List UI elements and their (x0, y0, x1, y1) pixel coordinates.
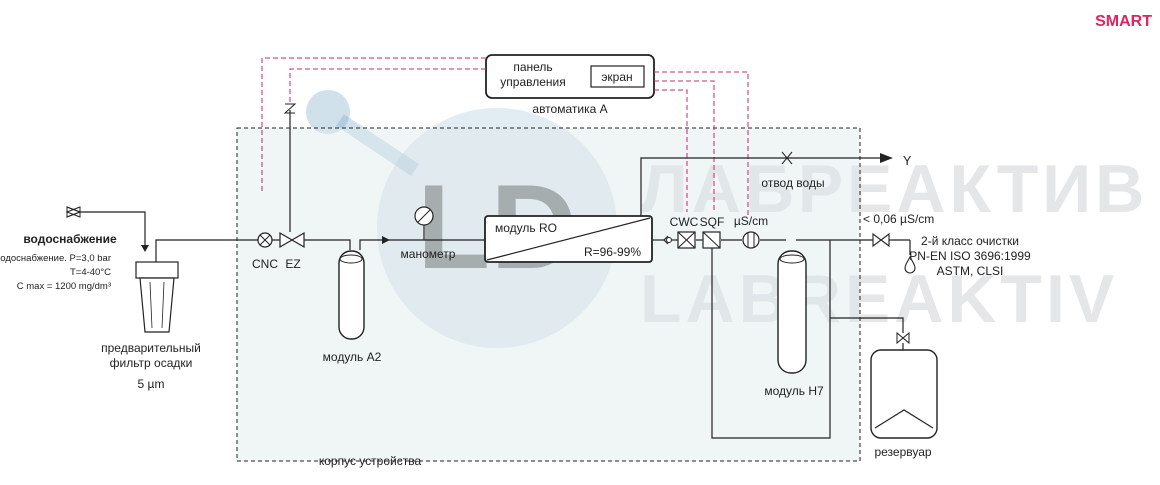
manometer: манометр (401, 206, 456, 261)
solenoid-icon (283, 103, 297, 114)
control-panel-label-1: панель (513, 60, 552, 74)
control-panel: панель управления экран автоматика A (485, 54, 655, 116)
tank-bag-icon (874, 409, 934, 429)
sqf-valve: SQF (700, 215, 725, 249)
supply-title: водоснабжение (23, 232, 117, 246)
signal-line-sqf (654, 80, 715, 212)
supply-spec-cmax: C max = 1200 mg/dm³ (17, 281, 111, 292)
manometer-label: манометр (401, 247, 456, 261)
prefilter-head (135, 261, 179, 279)
module-h7: модуль H7 (764, 250, 824, 398)
cnc-label: CNC (252, 257, 278, 271)
piping (80, 110, 911, 439)
drain-arrow-icon (880, 153, 893, 163)
output-valve-icon (872, 232, 882, 248)
flow-arrow-icon (382, 236, 390, 244)
watermark-logo-node (306, 90, 350, 134)
module-a2: модуль A2 (323, 250, 382, 364)
module-a2-label: модуль A2 (323, 350, 382, 364)
automation-label: автоматика A (532, 102, 607, 116)
check-valve (663, 235, 672, 245)
prefilter-label-1: предварительный (101, 341, 201, 355)
module-ro-name: модуль RO (495, 221, 557, 235)
module-h7-cartridge (777, 250, 807, 374)
output-conductivity: < 0,06 µS/cm (863, 212, 934, 226)
housing-label: корпус устройства (319, 454, 422, 468)
signal-line-cnc (261, 57, 486, 192)
prefilter: предварительный фильтр осадки 5 µm (101, 261, 201, 391)
brand-label: SMART (1095, 13, 1152, 30)
pipe-to-tank (830, 317, 904, 333)
conductivity-sensor-icon (742, 231, 760, 249)
tank-valve-icon (896, 331, 910, 345)
signal-line-cwc (654, 89, 688, 212)
drain: отвод воды Y (761, 151, 912, 190)
supply-arrow-icon (141, 245, 149, 252)
cnc-valve: CNC (252, 232, 278, 271)
pipe-concentrate (640, 157, 880, 219)
conductivity-label: µS/cm (734, 214, 768, 228)
ez-label: EZ (285, 257, 300, 271)
supply-spec-pressure: водоснабжение. P=3,0 bar (0, 253, 111, 264)
pipe-supply (80, 211, 146, 245)
cwc-valve: CWC (670, 215, 699, 249)
watermark: LD ЛАБРЕАКТИВ LABREAKTIV (306, 90, 1148, 348)
pipe-recirculation (711, 240, 831, 439)
water-supply: водоснабжение водоснабжение. P=3,0 bar T… (0, 206, 117, 292)
supply-spec-temp: T=4-40°C (70, 267, 111, 278)
conductivity-sensor: µS/cm (734, 214, 768, 249)
watermark-line1: ЛАБРЕАКТИВ (640, 151, 1148, 227)
module-h7-label: модуль H7 (764, 384, 824, 398)
watermark-line2: LABREAKTIV (640, 261, 1118, 337)
pipe-to-a2 (304, 239, 351, 250)
cwc-label: CWC (670, 215, 699, 229)
module-ro: модуль RO R=96-99% (484, 215, 653, 263)
supply-valve-icon (66, 206, 82, 218)
output-class-line3: ASTM, CLSI (937, 264, 1004, 278)
pipe-prefilter-out (155, 239, 258, 262)
drain-restrictor-icon (781, 151, 793, 165)
module-a2-cartridge (338, 250, 365, 340)
drain-symbol: Y (903, 154, 912, 168)
water-drop-icon (904, 255, 916, 274)
prefilter-label-3: 5 µm (138, 377, 165, 391)
prefilter-body (139, 277, 175, 333)
module-ro-rejection: R=96-99% (584, 245, 641, 259)
ez-valve-icon (279, 231, 294, 249)
prefilter-label-2: фильтр осадки (110, 356, 193, 370)
output-class-line2: PN-EN ISO 3696:1999 (909, 249, 1031, 263)
tank: резервуар (870, 331, 938, 459)
screen-box (590, 65, 645, 88)
pipe-a2-to-ro (359, 239, 485, 250)
sqf-label: SQF (700, 215, 725, 229)
output: < 0,06 µS/cm 2-й класс очистки PN-EN ISO… (863, 212, 1031, 278)
ez-valve: EZ (279, 103, 305, 271)
control-panel-label-2: управления (500, 75, 565, 89)
check-valve-icon (663, 235, 669, 245)
supply-valve-icon-2 (65, 206, 81, 218)
signal-line-ez (289, 68, 486, 105)
drain-label: отвод воды (761, 176, 824, 190)
screen-label: экран (601, 70, 632, 84)
control-signal-lines (261, 57, 749, 215)
tank-body (870, 349, 938, 439)
tank-label: резервуар (874, 445, 931, 459)
output-class-line1: 2-й класс очистки (921, 234, 1019, 248)
